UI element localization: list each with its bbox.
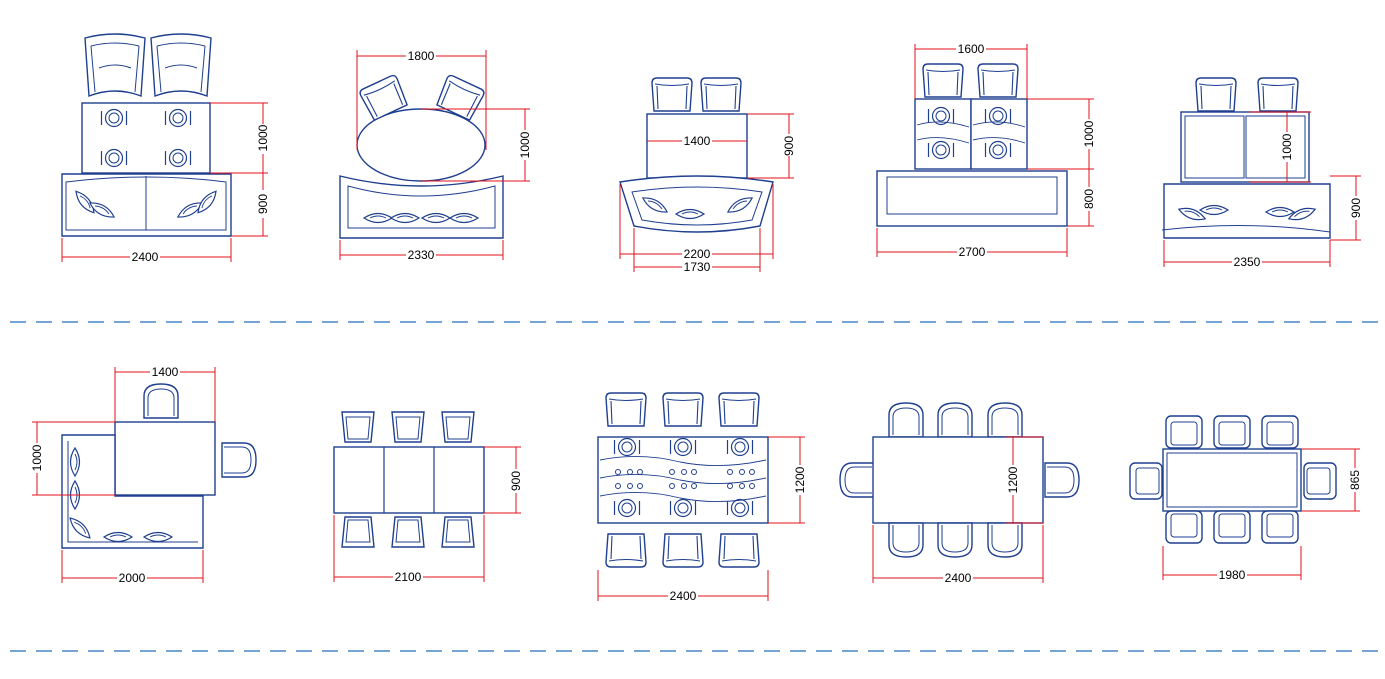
dining-set-7 [333,411,485,548]
dim-label-b5-height-2: 900 [1349,198,1363,218]
dim-label-b6-bottom: 2000 [119,571,146,585]
dim-label-b10-height: 865 [1348,470,1362,490]
dim-label-b2-height: 1000 [518,131,532,158]
dim-label-b4-bottom: 2700 [959,245,986,259]
dim-label-b2-bottom: 2330 [408,248,435,262]
dim-label-b5-bottom: 2350 [1234,255,1261,269]
dim-label-b3-table: 1400 [684,134,711,148]
dining-set-4 [876,63,1068,227]
dim-label-b3-height: 900 [782,136,796,156]
dim-label-b7-height: 900 [509,471,523,491]
dim-label-b1-height-1: 1000 [256,124,270,151]
dim-label-b3-bottom-1: 2200 [684,247,711,261]
dining-set-6 [61,383,257,549]
dim-label-b4-height-2: 800 [1082,189,1096,209]
dimensions-6 [32,367,216,583]
dim-label-b10-bottom: 1980 [1219,568,1246,582]
dim-label-b5-height-1: 1000 [1280,133,1294,160]
dining-set-1 [61,33,232,237]
dim-label-b8-height: 1200 [793,466,807,493]
dining-set-3 [619,77,774,233]
dining-set-5 [1161,77,1331,239]
dim-label-b6-top: 1400 [152,365,179,379]
dim-label-b3-bottom-2: 1730 [684,260,711,274]
dining-set-2 [339,73,504,239]
dim-label-b1-height-2: 900 [256,194,270,214]
dining-set-8 [597,392,769,568]
dim-label-b7-bottom: 2100 [395,570,422,584]
dim-label-b2-top: 1800 [408,49,435,63]
dim-label-b6-height: 1000 [30,444,44,471]
dining-set-10 [1129,415,1337,544]
dim-label-b4-top: 1600 [958,42,985,56]
dim-label-b4-height-1: 1000 [1082,120,1096,147]
dim-label-b8-bottom: 2400 [670,589,697,603]
dim-label-b1-width: 2400 [132,250,159,264]
dim-label-b9-height: 1200 [1006,466,1020,493]
dim-label-b9-bottom: 2400 [945,571,972,585]
